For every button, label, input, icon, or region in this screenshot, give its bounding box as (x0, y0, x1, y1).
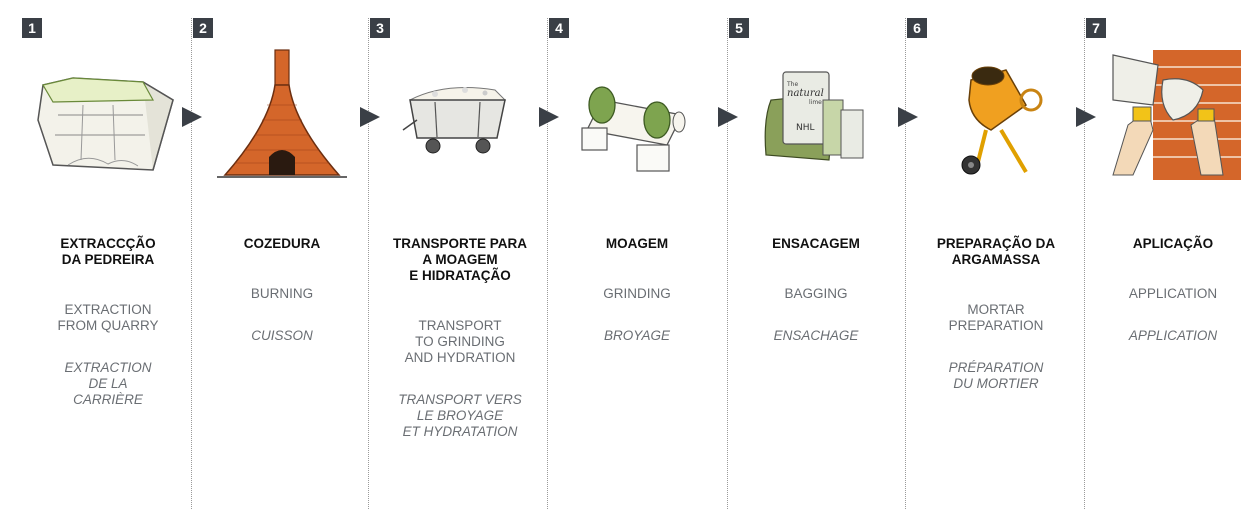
step-number-badge: 1 (22, 18, 42, 38)
step-number-badge: 3 (370, 18, 390, 38)
mine-cart-icon (395, 60, 525, 210)
column-divider (1084, 18, 1085, 509)
step-label-en: BURNING (250, 286, 314, 301)
trowel-wall-icon (1103, 45, 1241, 195)
step-number-badge: 4 (549, 18, 569, 38)
step-number-badge: 5 (729, 18, 749, 38)
step-number-badge: 6 (907, 18, 927, 38)
step-label-fr: EXTRACTION DE LA CARRIÈRE (64, 360, 152, 407)
step-number-badge: 2 (193, 18, 213, 38)
next-step-arrow-icon (1076, 107, 1096, 127)
step-label-en: BAGGING (784, 286, 848, 301)
next-step-arrow-icon (898, 107, 918, 127)
step-label-en: TRANSPORT TO GRINDING AND HYDRATION (404, 318, 516, 365)
column-divider (191, 18, 192, 509)
svg-text:The: The (786, 81, 798, 88)
svg-text:lime: lime (809, 99, 822, 106)
column-divider (905, 18, 906, 509)
next-step-arrow-icon (718, 107, 738, 127)
step-title-pt: TRANSPORTE PARA A MOAGEM E HIDRATAÇÃO (392, 236, 527, 283)
step-label-en: APPLICATION (1128, 286, 1218, 301)
lime-bags-icon: The natural lime NHL (751, 60, 881, 210)
step-label-fr: ENSACHAGE (773, 328, 859, 343)
svg-text:natural: natural (787, 88, 824, 99)
column-divider (547, 18, 548, 509)
step-label-fr: TRANSPORT VERS LE BROYAGE ET HYDRATATION (398, 392, 522, 439)
step-title-pt: PREPARAÇÃO DA ARGAMASSA (936, 236, 1056, 267)
column-divider (368, 18, 369, 509)
quarry-icon (33, 60, 183, 210)
cement-mixer-icon (931, 60, 1061, 210)
step-title-pt: EXTRACCÇÃO DA PEDREIRA (60, 236, 156, 267)
step-title-pt: MOAGEM (605, 236, 669, 251)
step-label-fr: BROYAGE (603, 328, 671, 343)
svg-text:NHL: NHL (796, 123, 815, 133)
step-label-fr: APPLICATION (1128, 328, 1218, 343)
grinding-mill-icon (567, 60, 707, 210)
step-title-pt: ENSACAGEM (772, 236, 860, 251)
kiln-icon (207, 45, 357, 195)
step-number-badge: 7 (1086, 18, 1106, 38)
step-label-en: EXTRACTION FROM QUARRY (57, 302, 159, 333)
step-label-en: MORTAR PREPARATION (948, 302, 1044, 333)
column-divider (727, 18, 728, 509)
step-label-fr: PRÉPARATION DU MORTIER (948, 360, 1044, 391)
step-label-fr: CUISSON (251, 328, 313, 343)
next-step-arrow-icon (360, 107, 380, 127)
step-title-pt: COZEDURA (243, 236, 321, 251)
step-label-en: GRINDING (603, 286, 671, 301)
next-step-arrow-icon (539, 107, 559, 127)
step-title-pt: APLICAÇÃO (1132, 236, 1214, 251)
next-step-arrow-icon (182, 107, 202, 127)
